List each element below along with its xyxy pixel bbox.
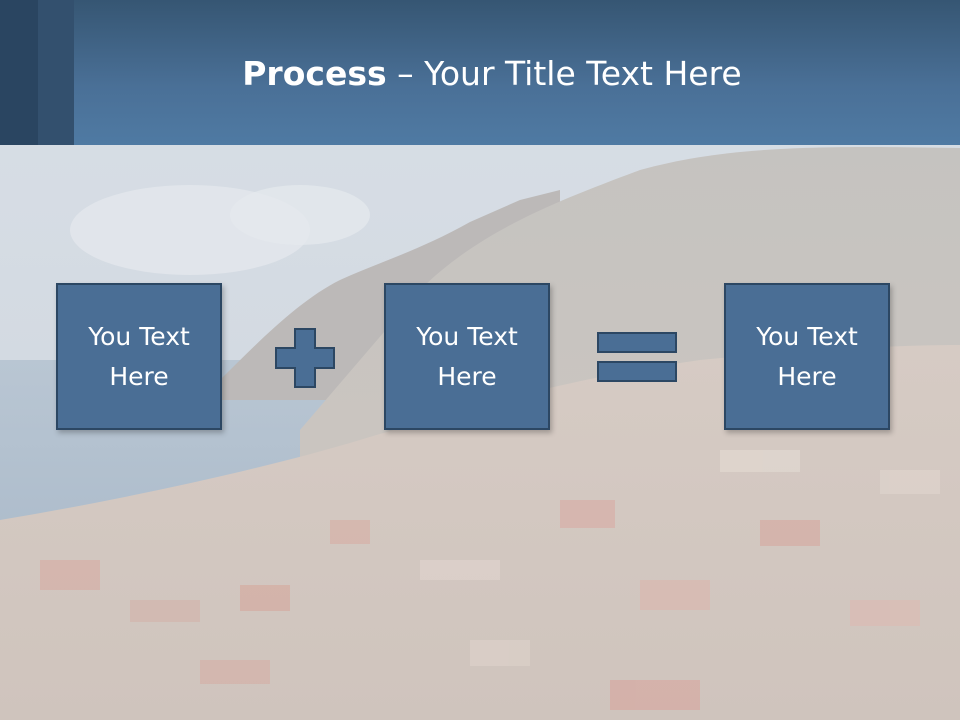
process-step-3[interactable]: You Text Here	[724, 283, 890, 430]
process-step-text: You Text Here	[88, 321, 190, 391]
plus-icon	[275, 328, 335, 388]
process-step-1[interactable]: You Text Here	[56, 283, 222, 430]
process-step-text: You Text Here	[756, 321, 858, 391]
title-text: – Your Title Text Here	[386, 54, 742, 93]
equals-icon	[597, 332, 677, 382]
header-accent-stripe	[0, 0, 38, 145]
process-step-text: You Text Here	[416, 321, 518, 391]
process-step-2[interactable]: You Text Here	[384, 283, 550, 430]
header-bar: Process – Your Title Text Here	[0, 0, 960, 145]
header-accent-stripe-secondary	[38, 0, 74, 145]
slide-title[interactable]: Process – Your Title Text Here	[74, 52, 910, 96]
title-emphasis: Process	[242, 54, 387, 93]
